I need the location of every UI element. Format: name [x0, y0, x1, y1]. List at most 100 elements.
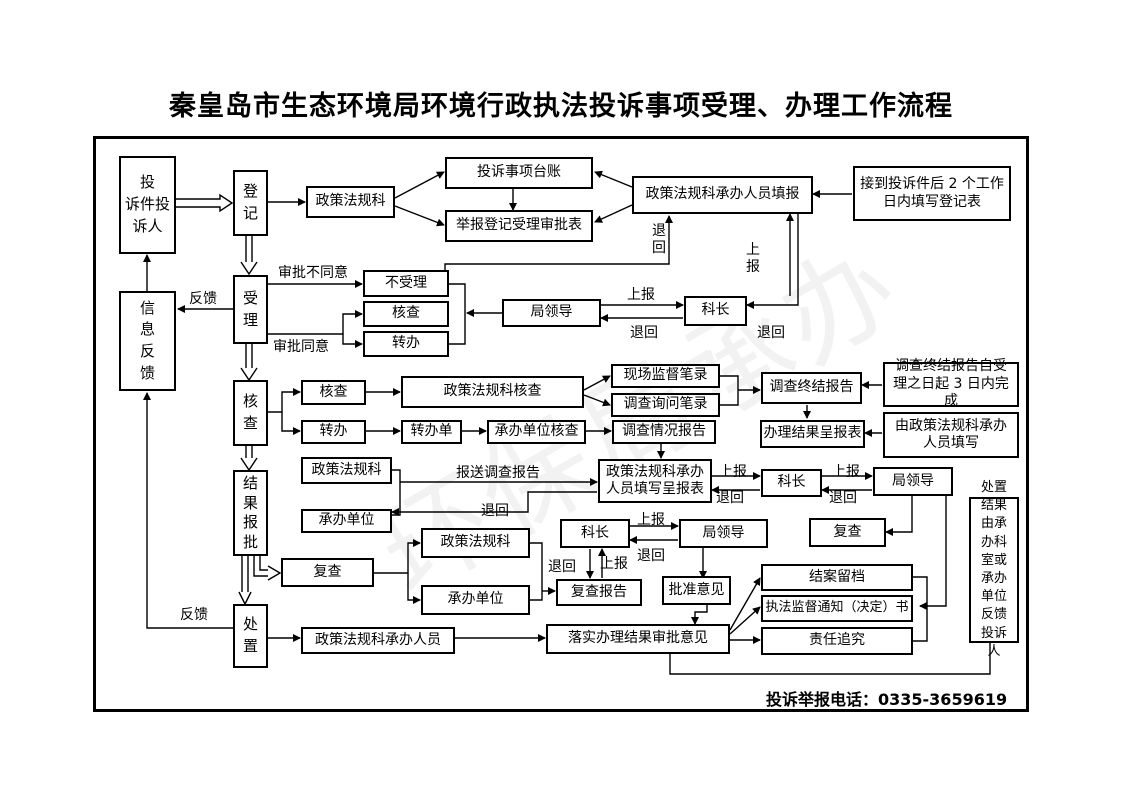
arrow-policycheck-inquiry: [583, 394, 611, 407]
arrow-handler-form: [594, 204, 633, 223]
final-report-box: 调查终结报告: [761, 372, 862, 404]
dispose-char: 置: [242, 637, 258, 655]
arrow-review-unit: [407, 573, 421, 604]
bracket-records: [720, 375, 739, 406]
report-char: 果: [242, 493, 258, 512]
section-chief2-box: 科长: [761, 469, 822, 497]
arrow-report-review: [253, 556, 282, 581]
policy-dept-box: 政策法规科: [306, 186, 395, 218]
arrow-handler-chief: [746, 214, 799, 309]
bracket-review: [530, 542, 543, 601]
return-label-5: 退回: [716, 490, 744, 506]
verify-char: 查: [242, 414, 258, 432]
dispose-char: 处: [242, 615, 258, 634]
accountability-box: 责任追究: [761, 627, 913, 655]
arrow-accept-verify: [240, 344, 258, 382]
approval-form-box: 举报登记受理审批表: [445, 210, 593, 242]
bureau-leader3-box: 局领导: [679, 519, 768, 548]
report-up-label-2: 上报: [627, 287, 655, 303]
feedback-char: 馈: [139, 363, 155, 382]
not-accept-box: 不受理: [363, 270, 449, 297]
arrow-policycheck-site: [583, 375, 611, 391]
accept-char: 理: [242, 310, 258, 329]
arrow-leader2-disposal: [919, 496, 947, 610]
disposal-note-box: 处置结果由承办科室或承办单位反馈投诉人: [969, 480, 1019, 659]
arrow-report-dispose: [238, 556, 252, 606]
feedback-box: 信 息 反 馈: [119, 291, 176, 391]
complainant-char: 人: [147, 216, 163, 235]
complainant-box: 投 诉件投 诉人: [119, 156, 176, 254]
arrow-policy-form: [394, 205, 445, 227]
complainant-char: 投: [139, 173, 155, 192]
arrow-handler-ledger: [594, 170, 633, 188]
report-up-label-6: 上报: [600, 556, 628, 572]
section-chief3-box: 科长: [560, 519, 630, 548]
approve-opinion-box: 批准意见: [662, 576, 731, 605]
inquiry-record-box: 调查询问笔录: [611, 393, 720, 417]
report-char: 结: [242, 474, 258, 492]
site-record-box: 现场监督笔录: [611, 364, 720, 388]
arrow-accept-check: [268, 310, 363, 335]
result-note-box: 由政策法规科承办人员填写: [883, 412, 1019, 458]
transfer-box: 转办: [363, 331, 449, 357]
complainant-char: 件: [139, 195, 155, 214]
arrow-return-unit: [391, 491, 597, 516]
bracket-report: [392, 469, 401, 516]
arrow-notaccept-return: [444, 215, 673, 270]
return-label-6: 退回: [829, 490, 857, 506]
feedback-label-2: 反馈: [180, 607, 208, 623]
arrow-accept-transfer: [342, 334, 363, 348]
arrow-review-policy: [374, 539, 421, 574]
report-up-label-1: 上 报: [745, 242, 761, 276]
policy-dept3-box: 政策法规科: [421, 528, 530, 558]
accept-box: 受 理: [233, 275, 268, 344]
arrow-implement-archive: [729, 577, 761, 631]
arrow-dispose-feedback: [143, 392, 233, 629]
handler-report-box: 政策法规科承办人员填写呈报表: [598, 459, 712, 503]
return-label-3: 退回: [757, 325, 785, 341]
review-report-box: 复查报告: [556, 579, 642, 606]
arrow-leader2-review: [885, 496, 913, 536]
report-up-label-3: 上报: [719, 464, 747, 480]
review-right-box: 复查: [809, 518, 886, 547]
register-char: 记: [242, 204, 258, 222]
undertaking-unit2-box: 承办单位: [421, 585, 530, 615]
agree-approve-label: 审批同意: [273, 339, 329, 355]
archive-box: 结案留档: [761, 564, 913, 591]
complainant-char: 诉: [124, 195, 140, 214]
fill-note-box: 接到投诉件后 2 个工作日内填写登记表: [853, 166, 1011, 221]
implement-box: 落实办理结果审批意见: [546, 624, 730, 654]
bureau-leader2-box: 局领导: [873, 467, 953, 496]
supervise-notice-box: 执法监督通知（决定）书: [761, 595, 913, 622]
register-box: 登 记: [233, 170, 268, 236]
bracket-right: [449, 283, 466, 345]
report-char: 批: [242, 532, 258, 551]
bureau-leader-box: 局领导: [502, 299, 601, 327]
survey-report-box: 调查情况报告: [612, 420, 716, 444]
return-char: 退: [652, 223, 666, 239]
policy-dept2-box: 政策法规科: [301, 457, 392, 484]
review-left-box: 复查: [281, 558, 374, 587]
arrow-complainant-register: [176, 193, 234, 213]
report-up-char: 上: [746, 242, 760, 258]
page-title: 秦皇岛市生态环境局环境行政执法投诉事项受理、办理工作流程: [169, 91, 953, 122]
ledger-box: 投诉事项台账: [445, 157, 593, 189]
hotline-phone: 投诉举报电话：0335-3659619: [766, 690, 1008, 709]
handler-fill-box: 政策法规科承办人员填报: [632, 176, 813, 214]
arrow-register-accept: [240, 236, 258, 276]
final-note-box: 调查终结报告自受理之日起 3 日内完成: [883, 358, 1019, 409]
accept-char: 受: [242, 288, 258, 307]
dispose-box: 处 置: [233, 604, 268, 668]
return-label-2: 退回: [630, 325, 658, 341]
reject-approve-label: 审批不同意: [278, 265, 348, 281]
complainant-char: 诉: [132, 216, 148, 235]
arrow-verify-transfer: [281, 412, 301, 435]
return-label-4: 退回: [481, 503, 509, 519]
result-form-box: 办理结果呈报表: [760, 420, 865, 448]
arrow-verify-check: [268, 388, 301, 413]
register-char: 登: [242, 182, 258, 201]
report-up-char: 报: [746, 258, 760, 275]
handler-box: 政策法规科承办人员: [301, 627, 455, 654]
feedback-char: 息: [139, 320, 155, 339]
